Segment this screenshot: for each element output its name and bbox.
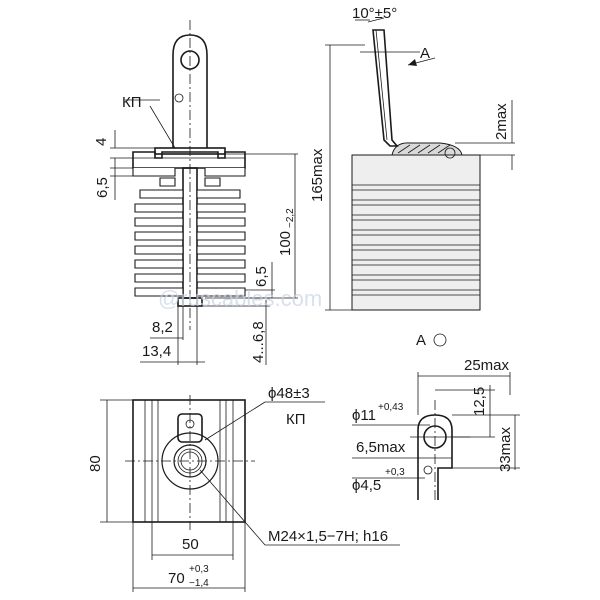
label-kp-top: КП (122, 94, 142, 111)
view-rotate-icon (433, 333, 447, 347)
dim-100-tol: −2,2 (285, 208, 296, 228)
label-view-a: A (420, 45, 430, 62)
dim-phi4-5-tol: +0,3 (385, 467, 405, 478)
dim-2max: 2max (493, 103, 510, 140)
dim-80: 80 (87, 455, 104, 472)
label-thread: M24×1,5−7H; h16 (268, 528, 388, 545)
side-terminal (372, 29, 399, 147)
dim-6-5-left: 6,5 (94, 177, 111, 198)
side-nut (391, 142, 463, 156)
lug-small-hole (174, 93, 184, 103)
side-body (351, 154, 481, 311)
left-fins (132, 168, 184, 297)
dim-phi11-tol: +0,43 (378, 402, 404, 413)
detail-view-a: 25max 12,5 33max ϕ11 +0,43 6,5max ϕ4,5 +… (352, 357, 520, 500)
dim-165max: 165max (309, 148, 326, 202)
dim-4-6-8: 4...6,8 (250, 321, 267, 363)
right-fins (196, 168, 246, 297)
dim-4: 4 (93, 138, 110, 146)
dim-13-4: 13,4 (142, 343, 171, 360)
dim-33max: 33max (497, 426, 514, 472)
dim-100: 100 (277, 231, 294, 256)
dim-phi4-5: ϕ4,5 (352, 477, 381, 494)
dim-50: 50 (182, 536, 199, 553)
dim-70-tol-up: +0,3 (189, 564, 209, 575)
dim-70: 70 (168, 570, 185, 587)
side-view: 10°±5° A 165max 2max A (309, 5, 515, 349)
side-fin-lines (352, 184, 480, 296)
top-view: 80 50 70 +0,3 −1,4 ϕ48±3 КП M24×1,5−7H; … (87, 385, 400, 592)
label-view-a-title: A (416, 332, 426, 349)
dim-25max: 25max (464, 357, 510, 374)
dim-12-5: 12,5 (471, 387, 488, 416)
label-kp-bottom: КП (286, 411, 306, 428)
detail-hole-small (423, 465, 433, 475)
dim-6-5-right: 6,5 (253, 266, 270, 287)
dim-70-tol-dn: −1,4 (189, 578, 209, 589)
dim-phi11: ϕ11 (352, 407, 376, 424)
dim-8-2: 8,2 (152, 319, 173, 336)
watermark: @ruscables.com (158, 286, 322, 311)
front-view: КП 4 6,5 100 −2,2 6,5 8,2 13,4 4...6,8 (93, 20, 298, 365)
dim-6-5max: 6,5max (356, 439, 406, 456)
dim-angle: 10°±5° (352, 5, 397, 22)
dim-phi48: ϕ48±3 (268, 385, 310, 402)
